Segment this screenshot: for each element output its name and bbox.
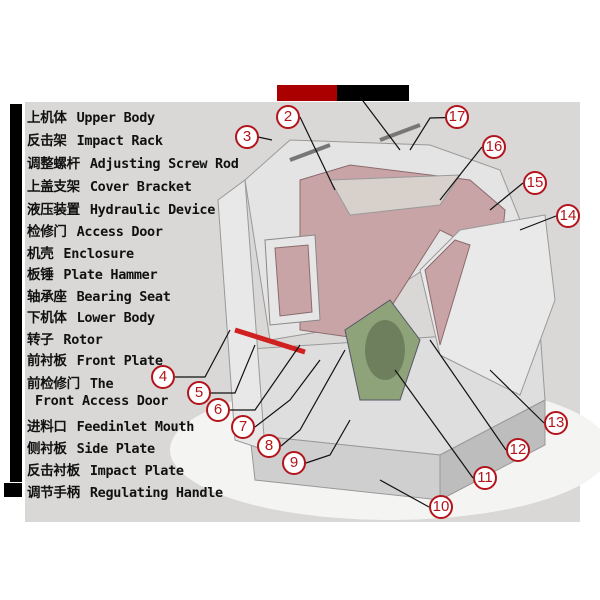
callout-11: 11 [473,466,497,490]
callout-14: 14 [556,204,580,228]
callout-5: 5 [187,381,211,405]
title-bar-red [277,85,337,101]
callout-6: 6 [206,398,230,422]
callout-16: 16 [482,135,506,159]
left-accent-bar [10,104,22,482]
title-bar-black [337,85,409,101]
legend-item: Front Access Door [35,393,169,409]
left-accent-block [4,483,22,497]
callout-4: 4 [151,365,175,389]
callout-3: 3 [235,125,259,149]
callout-7: 7 [231,415,255,439]
callout-8: 8 [257,434,281,458]
callout-9: 9 [282,451,306,475]
callout-12: 12 [506,438,530,462]
callout-17: 17 [445,105,469,129]
callout-13: 13 [544,411,568,435]
callout-15: 15 [523,171,547,195]
callout-10: 10 [429,495,453,519]
callout-2: 2 [276,105,300,129]
